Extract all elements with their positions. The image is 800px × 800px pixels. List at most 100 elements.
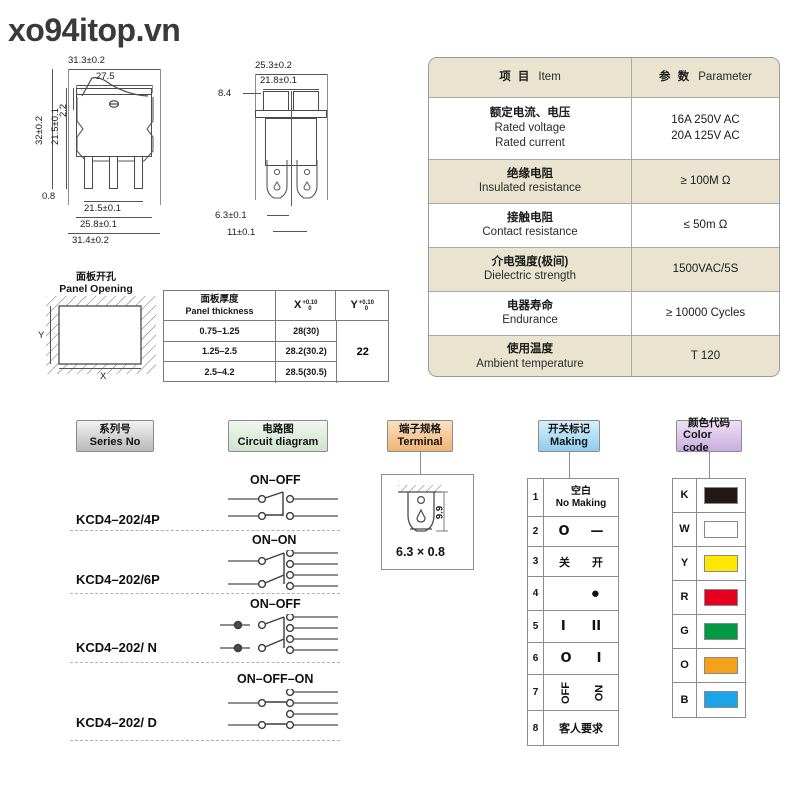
table-row: B bbox=[673, 682, 745, 717]
table-row: 介电强度(极间) Dielectric strength 1500VAC/5S bbox=[429, 248, 779, 292]
table-row: 绝缘电阻 Insulated resistance ≥ 100M Ω bbox=[429, 160, 779, 204]
making-left-5: O bbox=[560, 651, 572, 666]
terminal-drawing bbox=[398, 485, 448, 532]
dim-side-body-width: 21.8±0.1 bbox=[260, 75, 297, 86]
color-swatch-2 bbox=[704, 554, 738, 572]
making-left-2: 关 bbox=[559, 555, 570, 569]
making-num-2: 3 bbox=[528, 547, 544, 576]
series-name-1: KCD4–202/6P bbox=[76, 572, 160, 587]
dim-front-blade-span: 21.5±0.1 bbox=[84, 203, 121, 214]
spec-item-rated: 额定电流、电压 Rated voltage Rated current bbox=[429, 98, 632, 159]
color-code-2: Y bbox=[673, 546, 697, 580]
making-right-4: II bbox=[591, 619, 602, 634]
section-color-cn: 颜色代码 bbox=[688, 416, 730, 429]
spec-value-temperature: T 120 bbox=[632, 336, 779, 376]
terminal-height-label: 9.9 bbox=[434, 505, 446, 520]
section-terminal-en: Terminal bbox=[397, 435, 443, 448]
section-header-circuit: 电路图 Circuit diagram bbox=[228, 420, 328, 452]
panel-thickness-table: 面板厚度 Panel thickness X +0.10 0 Y +0.10 0 bbox=[163, 290, 389, 383]
dim-front-bezel-width: 31.4±0.2 bbox=[72, 235, 109, 246]
table-row: 8 客人要求 bbox=[528, 711, 618, 745]
pt-x-2: 28.5(30.5) bbox=[285, 367, 327, 378]
making-right-6: ON bbox=[592, 684, 605, 701]
color-swatch-1 bbox=[704, 520, 738, 538]
making-right-3: ● bbox=[590, 585, 600, 602]
circuit-diagram-2 bbox=[220, 614, 338, 655]
spec-value: ≥ 100M Ω bbox=[680, 174, 731, 187]
series-separator-2 bbox=[70, 662, 340, 663]
spec-header-item-cn: 项 目 bbox=[499, 71, 532, 84]
pt-header-x-tol-up: +0.10 bbox=[302, 299, 318, 306]
spec-value-2: 20A 125V AC bbox=[671, 129, 740, 142]
spec-item-cn: 绝缘电阻 bbox=[507, 167, 553, 180]
pt-y-value: 22 bbox=[336, 321, 388, 383]
pt-header-thickness-en: Panel thickness bbox=[185, 305, 254, 316]
spec-item-cn: 额定电流、电压 bbox=[489, 107, 571, 120]
table-row: 2 O — bbox=[528, 517, 618, 547]
table-row: 3 关 开 bbox=[528, 547, 618, 577]
dim-side-bezel-height: 8.4 bbox=[218, 88, 232, 99]
series-separator-3 bbox=[70, 740, 340, 741]
dim-front-total-height: 32±0.2 bbox=[34, 116, 45, 145]
panel-opening-title-en: Panel Opening bbox=[59, 283, 133, 295]
table-row: 2.5–4.2 28.5(30.5) bbox=[164, 362, 336, 383]
pt-header-y: Y +0.10 0 bbox=[336, 291, 388, 320]
pt-x-1: 28.2(30.2) bbox=[285, 346, 327, 357]
spec-item-en-2: Rated current bbox=[495, 136, 565, 149]
making-left-4: I bbox=[560, 619, 566, 634]
section-header-color: 颜色代码 Color code bbox=[676, 416, 742, 454]
table-row: 6 O I bbox=[528, 643, 618, 675]
spec-header-param: 参 数 Parameter bbox=[632, 58, 779, 97]
side-terminal-shapes bbox=[266, 160, 318, 199]
circuit-mode-3: ON–OFF–ON bbox=[237, 672, 314, 686]
making-right-5: I bbox=[596, 651, 602, 666]
making-table: 1 空白 No Making 2 O — 3 关 开 4 ● bbox=[527, 478, 619, 746]
panel-hatch bbox=[46, 296, 156, 374]
panel-opening-drawing: 面板开孔 Panel Opening Y X bbox=[38, 268, 158, 383]
spec-value-insulation: ≥ 100M Ω bbox=[632, 160, 779, 203]
color-swatch-3 bbox=[704, 588, 738, 606]
spec-item-en: Dielectric strength bbox=[483, 270, 577, 283]
color-code-table: K W Y R G bbox=[672, 478, 746, 718]
making-num-5: 6 bbox=[528, 643, 544, 674]
making-en-0: No Making bbox=[555, 497, 607, 509]
making-body-3: ● bbox=[544, 577, 618, 610]
side-body-right bbox=[293, 91, 319, 110]
making-num-0: 1 bbox=[528, 479, 544, 516]
panel-axis-y: Y bbox=[38, 330, 45, 341]
spec-header-param-en: Parameter bbox=[698, 71, 752, 84]
making-num-3: 4 bbox=[528, 577, 544, 610]
table-row: O bbox=[673, 648, 745, 683]
making-cn-0: 空白 bbox=[571, 486, 591, 497]
color-swatch-0 bbox=[704, 486, 738, 504]
pt-header-y-tol-up: +0.10 bbox=[358, 299, 374, 306]
dim-front-body-height: 21.5±0.1 bbox=[50, 108, 61, 145]
terminal-blade-2 bbox=[109, 156, 118, 189]
panel-opening-title-cn: 面板开孔 bbox=[76, 272, 116, 283]
circuit-diagram-3 bbox=[228, 689, 338, 730]
color-swatch-4 bbox=[704, 622, 738, 640]
pt-thickness-1: 1.25–2.5 bbox=[164, 341, 276, 362]
pt-header-x-tol-dn: 0 bbox=[308, 305, 312, 312]
side-body-left bbox=[263, 91, 289, 110]
section-header-series: 系列号 Series No bbox=[76, 420, 154, 452]
table-row: 额定电流、电压 Rated voltage Rated current 16A … bbox=[429, 98, 779, 160]
circuit-diagram-1 bbox=[228, 550, 338, 591]
section-header-terminal: 端子规格 Terminal bbox=[387, 420, 453, 452]
color-code-5: O bbox=[673, 648, 697, 682]
table-row: 0.75–1.25 28(30) bbox=[164, 321, 337, 342]
spec-value-dielectric: 1500VAC/5S bbox=[632, 248, 779, 291]
making-body-0: 空白 No Making bbox=[544, 479, 618, 516]
pt-header-thickness: 面板厚度 Panel thickness bbox=[164, 291, 276, 320]
dim-front-blade-thickness: 0.8 bbox=[42, 191, 56, 202]
panel-axis-x: X bbox=[100, 371, 107, 382]
spec-header-param-cn: 参 数 bbox=[659, 71, 692, 84]
making-left-6: OFF bbox=[559, 681, 572, 704]
making-right-1: — bbox=[590, 524, 604, 539]
table-row: W bbox=[673, 512, 745, 547]
dim-front-base-width: 25.8±0.1 bbox=[80, 219, 117, 230]
spec-value: 1500VAC/5S bbox=[672, 262, 739, 275]
watermark-text: xo94itop.vn bbox=[8, 12, 181, 48]
spec-value: ≥ 10000 Cycles bbox=[665, 306, 746, 319]
spec-value-rated: 16A 250V AC 20A 125V AC bbox=[632, 98, 779, 159]
